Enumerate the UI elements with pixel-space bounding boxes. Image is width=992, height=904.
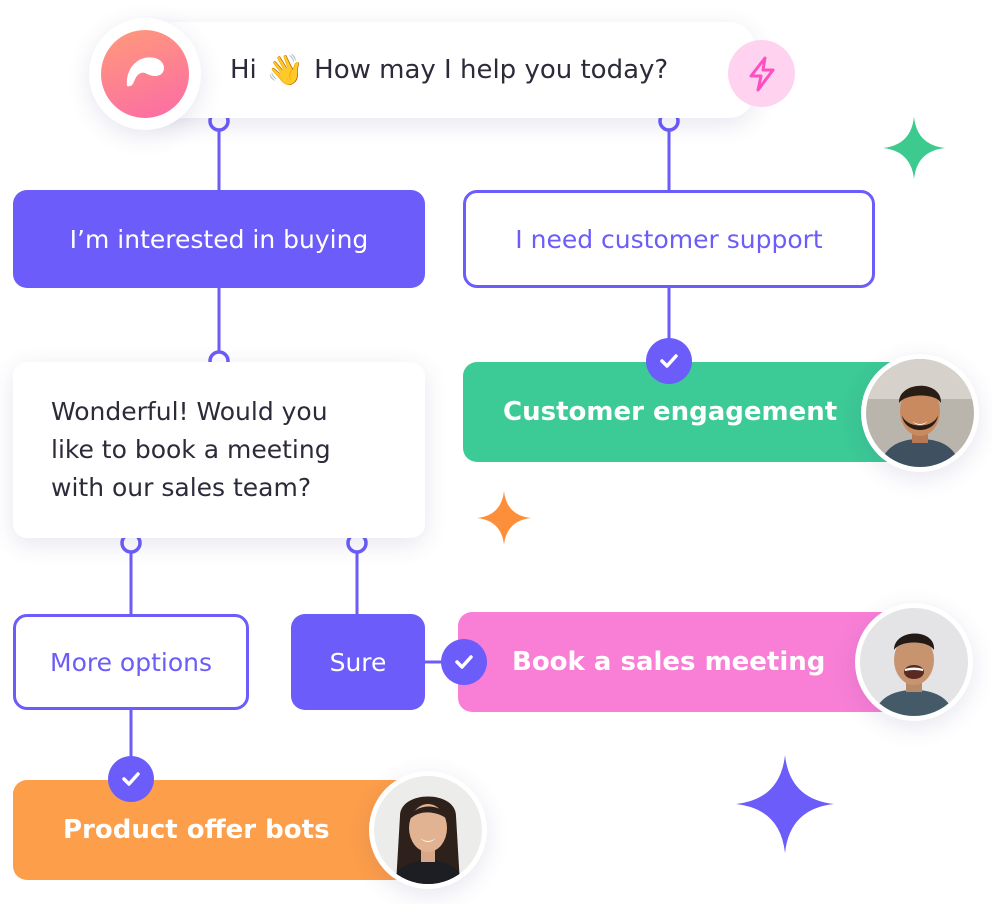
checkmark-icon: [108, 756, 154, 802]
sure-label: Sure: [329, 647, 387, 677]
result-label: Product offer bots: [63, 815, 330, 845]
lightning-icon: [728, 40, 795, 107]
sure-button[interactable]: Sure: [291, 614, 425, 710]
more-options-button[interactable]: More options: [13, 614, 249, 710]
bot-message-line: Wonderful! Would you: [51, 397, 328, 426]
sparkle-icon: [736, 755, 834, 853]
brand-logo-icon: [101, 30, 189, 118]
avatar: [369, 771, 487, 889]
option-support-button[interactable]: I need customer support: [463, 190, 875, 288]
more-options-label: More options: [50, 647, 212, 677]
person-photo-icon: [374, 776, 482, 884]
result-customer-engagement: Customer engagement: [463, 362, 933, 462]
greeting-prefix: Hi: [230, 55, 257, 85]
greeting-bubble: Hi 👋 How may I help you today?: [150, 22, 755, 118]
result-product-offer-bots: Product offer bots: [13, 780, 433, 880]
sparkle-icon: [477, 491, 531, 545]
checkmark-icon: [646, 338, 692, 384]
bot-message-line: with our sales team?: [51, 473, 312, 502]
checkmark-icon: [441, 639, 487, 685]
bot-message-line: like to book a meeting: [51, 435, 331, 464]
result-book-sales-meeting: Book a sales meeting: [458, 612, 928, 712]
sparkle-icon: [883, 117, 945, 179]
result-label: Book a sales meeting: [512, 647, 826, 677]
bot-message-bubble: Wonderful! Would you like to book a meet…: [13, 362, 425, 538]
result-label: Customer engagement: [503, 397, 838, 427]
option-support-label: I need customer support: [515, 224, 823, 254]
person-photo-icon: [860, 608, 968, 716]
person-photo-icon: [866, 359, 974, 467]
greeting-question: How may I help you today?: [314, 55, 669, 85]
bot-avatar: [89, 18, 201, 130]
option-buying-label: I’m interested in buying: [69, 224, 369, 254]
option-buying-button[interactable]: I’m interested in buying: [13, 190, 425, 288]
avatar: [855, 603, 973, 721]
waving-hand-icon: 👋: [266, 52, 305, 88]
avatar: [861, 354, 979, 472]
